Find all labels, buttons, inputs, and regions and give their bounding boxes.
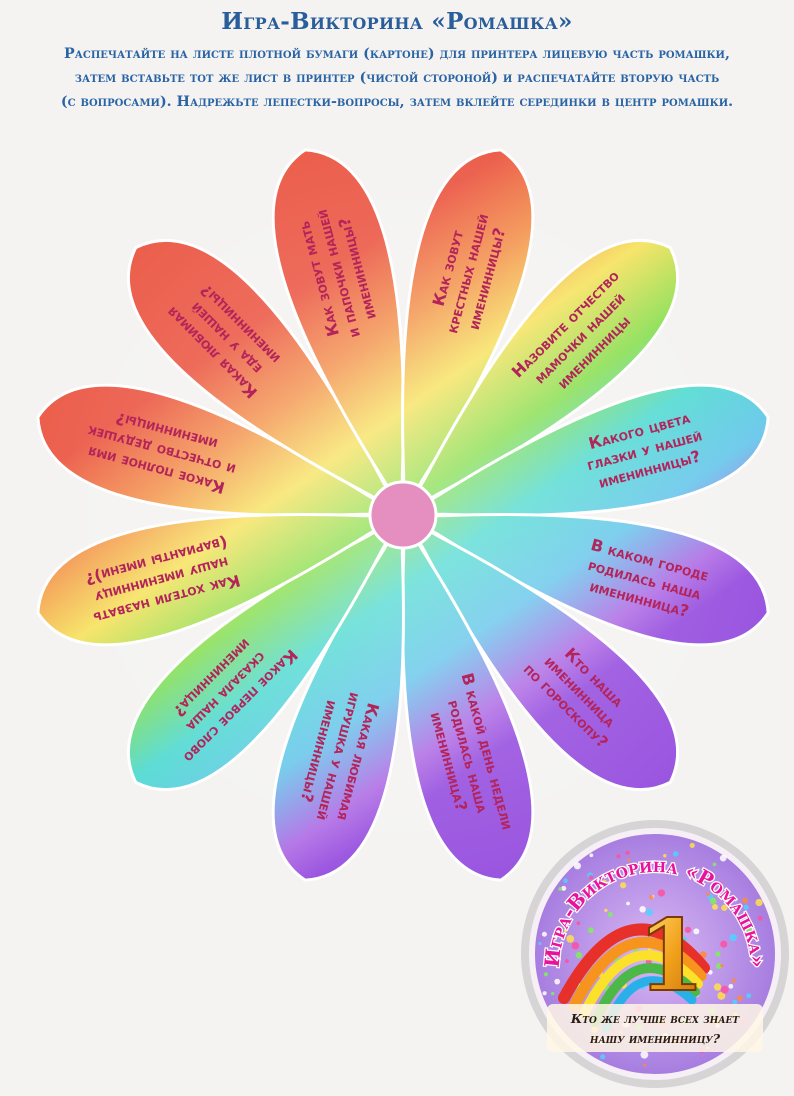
confetti-dot <box>729 933 737 942</box>
confetti-dot <box>719 854 727 862</box>
confetti-dot <box>643 1063 647 1067</box>
instruction-line: Распечатайте на листе плотной бумаги (ка… <box>64 46 730 62</box>
confetti-dot <box>565 897 574 906</box>
confetti-dot <box>554 978 561 985</box>
confetti-dot <box>576 921 581 925</box>
confetti-dot <box>587 927 594 934</box>
medal-question-banner: Кто же лучше всех знает нашу именинницу? <box>547 1004 763 1052</box>
confetti-dot <box>558 887 563 891</box>
rainbow-icon <box>558 923 710 1034</box>
confetti-dot <box>542 991 547 996</box>
confetti-dot <box>557 957 561 961</box>
confetti-dot <box>561 885 567 891</box>
page-title: Игра-Викторина «Ромашка» <box>221 8 573 35</box>
confetti-dot <box>745 926 753 935</box>
confetti-dot <box>563 878 568 884</box>
confetti-dot <box>757 915 763 921</box>
confetti-dot <box>575 951 583 959</box>
confetti-dot <box>737 995 743 1002</box>
confetti-dot <box>743 904 749 910</box>
confetti-dot <box>720 985 729 994</box>
confetti-dot <box>720 940 728 948</box>
confetti-dot <box>720 964 724 968</box>
confetti-dot <box>657 889 666 897</box>
flower-center[interactable] <box>368 480 438 550</box>
confetti-dot <box>672 851 679 857</box>
confetti-dot <box>616 854 621 859</box>
confetti-dot <box>715 951 721 957</box>
confetti-dot <box>684 926 692 933</box>
confetti-dot <box>607 911 613 918</box>
medal-number: 1 <box>637 899 705 1014</box>
confetti-dot <box>693 928 700 935</box>
confetti-dot <box>551 933 558 940</box>
confetti-dot <box>675 928 682 935</box>
confetti-dot <box>712 862 717 867</box>
confetti-dot <box>729 906 733 910</box>
confetti-dot <box>538 941 542 946</box>
confetti-dot <box>731 978 736 983</box>
confetti-dot <box>551 991 555 996</box>
confetti-dot <box>626 901 630 906</box>
confetti-dot <box>712 904 718 910</box>
instructions: Распечатайте на листе плотной бумаги (ка… <box>10 42 784 114</box>
confetti-dot <box>640 1050 649 1059</box>
instruction-line: (с вопросами). Надрежьте лепестки-вопрос… <box>60 94 734 110</box>
confetti-dot <box>566 935 575 943</box>
confetti-dot <box>600 1054 606 1060</box>
instruction-line: затем вставьте тот же лист в принтер (чи… <box>74 70 720 86</box>
confetti-dot <box>543 972 549 977</box>
confetti-dot <box>589 853 594 858</box>
quiz-medal: Игра-Викторина «Ромашка» 1 Кто же лучше … <box>521 820 789 1088</box>
confetti-dot <box>718 881 723 887</box>
confetti-dot <box>563 929 568 933</box>
confetti-dot <box>663 853 667 858</box>
confetti-dot <box>728 983 734 989</box>
confetti-dot <box>541 931 547 937</box>
confetti-dot <box>713 983 722 991</box>
confetti-dot <box>715 962 722 969</box>
confetti-dot <box>746 993 752 999</box>
confetti-dot <box>573 862 582 870</box>
confetti-dot <box>721 904 728 911</box>
confetti-dot <box>639 906 646 913</box>
medal-question-line: нашу именинницу? <box>589 1031 721 1046</box>
confetti-dot <box>625 850 630 855</box>
confetti-dot <box>601 879 607 885</box>
confetti-dot <box>645 908 653 916</box>
confetti-dot <box>604 908 608 913</box>
confetti-dot <box>709 897 717 905</box>
confetti-dot <box>706 892 710 896</box>
confetti-dot <box>588 875 594 880</box>
confetti-dot <box>717 991 726 1000</box>
confetti-dot <box>565 959 569 964</box>
confetti-dot <box>689 842 695 848</box>
confetti-dot <box>732 999 738 1005</box>
medal-question-line: Кто же лучше всех знает <box>570 1011 741 1026</box>
confetti-dot <box>649 894 654 900</box>
confetti-dot <box>755 898 763 907</box>
confetti-dot <box>620 882 627 889</box>
confetti-dot <box>742 897 748 904</box>
confetti-dot <box>571 941 580 950</box>
confetti-dot <box>627 858 631 862</box>
